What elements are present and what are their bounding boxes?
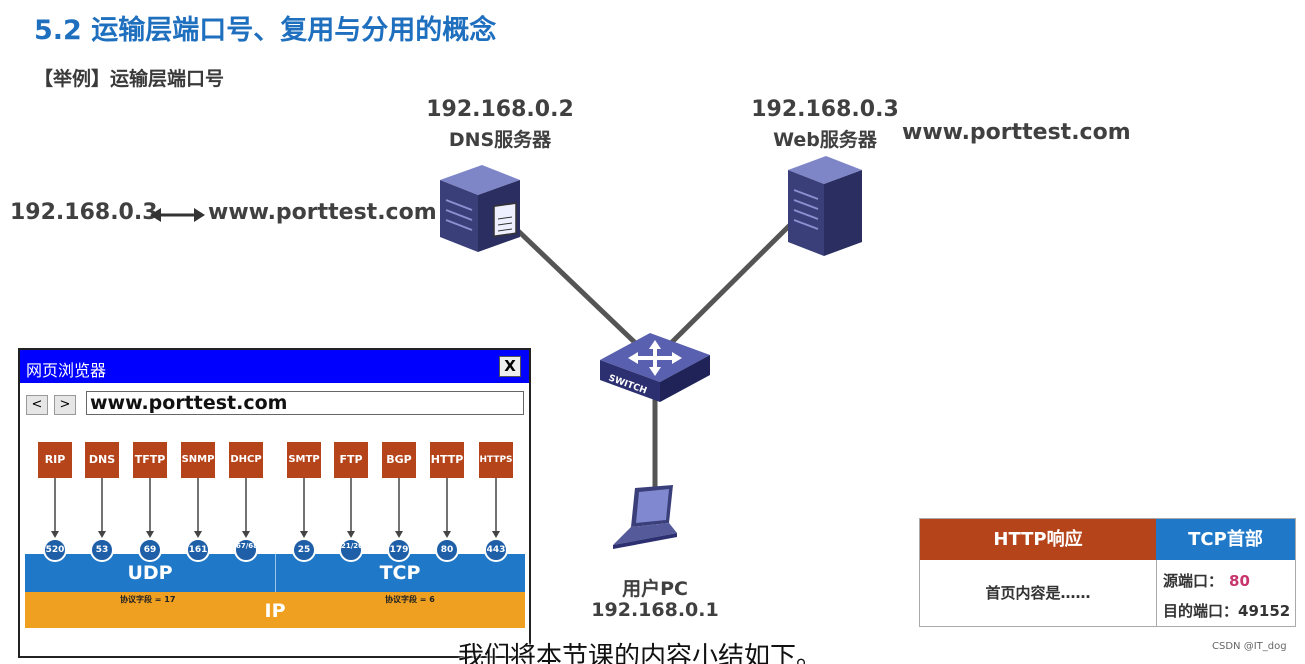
protocol-ftp: FTP (334, 442, 368, 478)
port-25: 25 (292, 538, 316, 562)
browser-title: 网页浏览器 (26, 361, 107, 380)
url-bar[interactable]: www.porttest.com (86, 391, 524, 415)
dst-port-row: 目的端口：49152 (1163, 600, 1290, 621)
protocol-smtp: SMTP (287, 442, 321, 478)
src-port-label: 源端口： (1163, 572, 1224, 590)
protocol-dhcp: DHCP (229, 442, 263, 478)
protocol-https: HTTPS (479, 442, 513, 478)
port-179: 179 (387, 538, 411, 562)
link-dns-switch (510, 223, 650, 357)
browser-titlebar: 网页浏览器 (20, 350, 529, 383)
forward-button[interactable]: > (54, 395, 76, 415)
back-button[interactable]: < (26, 395, 48, 415)
mapping-ip: 192.168.0.3 (10, 200, 158, 225)
protocol-arrows (51, 478, 500, 538)
example-subtitle: 【举例】运输层端口号 (34, 68, 225, 90)
protocol-tftp: TFTP (133, 442, 167, 478)
protocol-http: HTTP (430, 442, 464, 478)
web-server-name: Web服务器 (773, 129, 877, 151)
switch-icon: SWITCH (600, 333, 710, 402)
udp-label: UDP (127, 562, 173, 584)
browser-window: 网页浏览器 X < > www.porttest.com RIP DNS TFT… (18, 348, 531, 658)
udp-proto-field: 协议字段 = 17 (120, 595, 176, 604)
dns-server-name: DNS服务器 (448, 129, 552, 151)
user-pc-ip: 192.168.0.1 (591, 599, 719, 621)
tcp-label: TCP (379, 562, 421, 584)
packet-table: HTTP响应 TCP首部 首页内容是…… 源端口： 80 目的端口：49152 (919, 518, 1296, 627)
user-pc-name: 用户PC (622, 578, 688, 600)
protocol-snmp: SNMP (181, 442, 215, 478)
web-server-icon (788, 156, 862, 256)
mapping-domain: www.porttest.com (208, 200, 437, 225)
ip-label: IP (264, 600, 286, 622)
web-server-ip: 192.168.0.3 (751, 97, 899, 122)
protocol-rip: RIP (38, 442, 72, 478)
subtitle-caption: 我们将本节课的内容小结如下。 (458, 642, 823, 664)
close-button[interactable]: X (499, 356, 521, 377)
laptop-icon (613, 485, 677, 549)
dst-port-value: 49152 (1238, 602, 1291, 620)
src-port-value: 80 (1229, 572, 1250, 590)
dns-server-ip: 192.168.0.2 (426, 97, 574, 122)
watermark: CSDN @IT_dog (1212, 641, 1287, 652)
dst-port-label: 目的端口： (1163, 602, 1239, 620)
link-web-switch (660, 223, 792, 354)
port-520: 520 (43, 538, 67, 562)
port-67-68: 67/68 (234, 538, 258, 562)
web-server-domain: www.porttest.com (902, 120, 1131, 145)
udp-tcp-divider (275, 554, 276, 592)
http-response-header: HTTP响应 (920, 519, 1156, 560)
src-port-row: 源端口： 80 (1163, 570, 1250, 591)
port-443: 443 (484, 538, 508, 562)
page-title: 5.2 运输层端口号、复用与分用的概念 (34, 15, 497, 46)
dns-server-icon (440, 165, 520, 252)
ip-band: 协议字段 = 17 协议字段 = 6 IP (25, 592, 525, 628)
double-arrow-icon (150, 208, 205, 222)
tcp-proto-field: 协议字段 = 6 (385, 595, 435, 604)
protocol-dns: DNS (85, 442, 119, 478)
table-divider (1156, 560, 1157, 626)
port-53: 53 (90, 538, 114, 562)
port-80: 80 (435, 538, 459, 562)
http-body: 首页内容是…… (985, 584, 1091, 602)
port-21-20: 21/20 (339, 538, 363, 562)
port-161: 161 (186, 538, 210, 562)
port-69: 69 (138, 538, 162, 562)
protocol-bgp: BGP (382, 442, 416, 478)
tcp-header-header: TCP首部 (1156, 519, 1295, 560)
